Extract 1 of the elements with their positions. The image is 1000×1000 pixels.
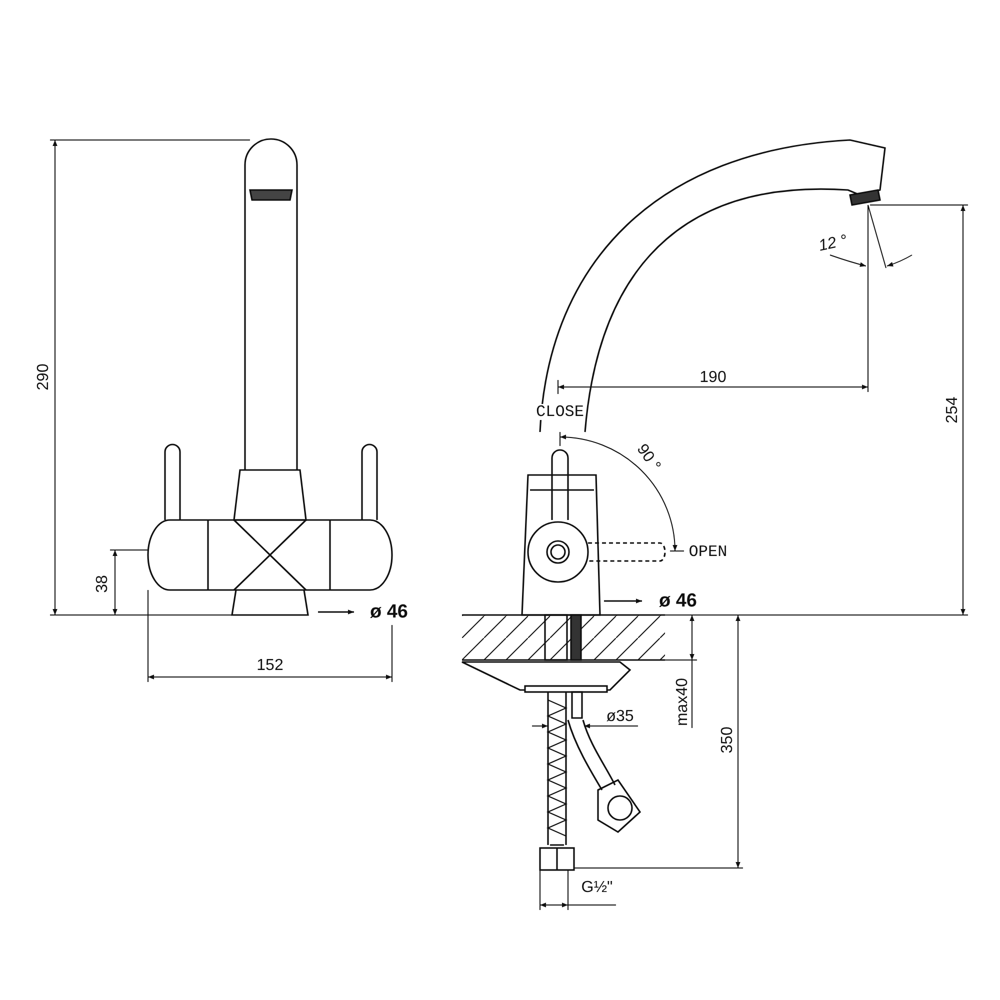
position-label: CLOSE bbox=[536, 404, 584, 420]
